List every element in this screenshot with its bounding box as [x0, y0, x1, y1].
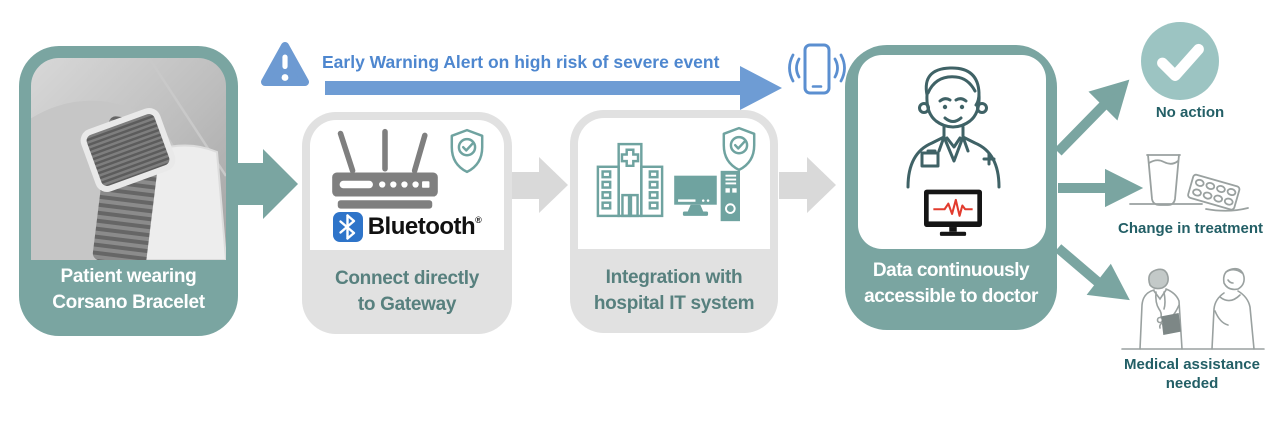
doctor-icon	[906, 66, 1001, 189]
step-box-patient: Patient wearing Corsano Bracelet	[19, 46, 238, 336]
step-label-line: Corsano Bracelet	[52, 292, 205, 313]
bluetooth-badge: Bluetooth®	[310, 212, 504, 242]
arrow-gateway-to-hospital	[512, 157, 568, 213]
arrow-to-no-action	[1054, 100, 1109, 156]
step-box-doctor: Data continuously accessible to doctor	[845, 45, 1057, 330]
step-label-line: hospital IT system	[593, 293, 755, 314]
arrow-patient-to-gateway	[228, 149, 298, 219]
phone-vibrating-icon	[788, 43, 846, 95]
hospital-icon	[596, 142, 664, 218]
shield-check-icon	[450, 128, 484, 174]
shield-check-icon	[722, 126, 756, 172]
outcome-label-medical-assistance: Medical assistance needed	[1124, 356, 1260, 392]
step-label-line: accessible to doctor	[864, 286, 1038, 307]
early-warning-label: Early Warning Alert on high risk of seve…	[322, 52, 720, 72]
check-circle-icon	[1141, 22, 1219, 100]
computer-icon	[674, 170, 740, 222]
glass-and-pills-sketch	[1129, 154, 1249, 212]
ecg-monitor-icon	[924, 189, 982, 236]
step-label-line: Data continuously	[872, 260, 1030, 281]
arrow-hospital-to-doctor	[779, 157, 836, 213]
step-box-gateway: Bluetooth® Connect directly to Gateway	[302, 112, 512, 334]
bluetooth-icon	[332, 212, 363, 242]
step-label-line: to Gateway	[357, 294, 457, 315]
outcome-label-no-action: No action	[1155, 104, 1225, 121]
warning-triangle-icon	[261, 42, 309, 86]
patient-wrist-photo	[31, 58, 226, 260]
outcome-label-change-treatment: Change in treatment	[1117, 220, 1264, 237]
step-label-line: Integration with	[605, 267, 743, 288]
bluetooth-label: Bluetooth®	[367, 213, 482, 240]
arrow-to-medical-assistance	[1054, 244, 1103, 287]
doctors-talking-sketch	[1121, 267, 1265, 350]
step-box-hospital: Integration with hospital IT system	[570, 110, 778, 333]
step-label-line: Connect directly	[334, 268, 480, 289]
router-icon	[332, 128, 438, 209]
step-label-line: Patient wearing	[60, 266, 197, 287]
